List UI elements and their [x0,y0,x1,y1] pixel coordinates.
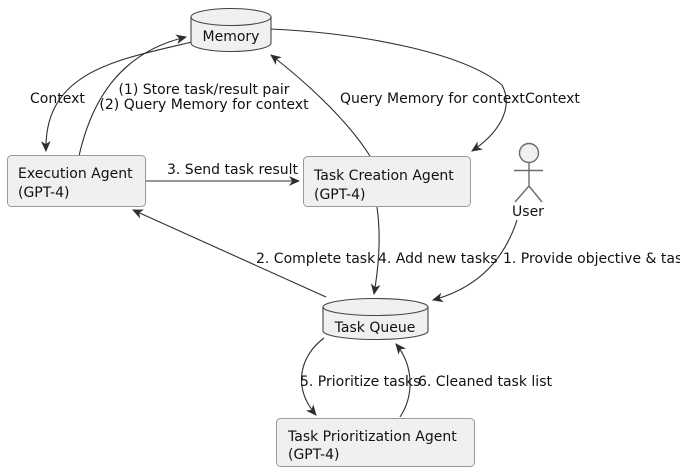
task-queue-cylinder [322,297,429,341]
execution-agent-subtitle: (GPT-4) [18,185,69,201]
task-queue-node: Task Queue [322,297,429,341]
task-creation-agent-title: Task Creation Agent [313,168,454,184]
edge-prioritization-to-taskqueue [395,343,411,418]
edge-label-add-new-tasks: 4. Add new tasks [378,251,498,267]
edge-label-store-query-line1: (1) Store task/result pair [118,82,289,98]
edge-label-prioritize-tasks: 5. Prioritize tasks [300,374,420,390]
task-queue-label: Task Queue [334,320,416,336]
edge-label-context-right: Context [525,91,580,107]
user-actor-head-icon [518,142,540,164]
edges [40,28,518,418]
memory-cylinder-rim [190,16,272,27]
execution-agent-box [7,155,146,207]
task-prioritization-agent-node: Task Prioritization Agent (GPT-4) [276,418,475,467]
edge-memory-to-execution-context [40,41,193,153]
task-creation-agent-subtitle: (GPT-4) [314,187,365,203]
edge-memory-to-taskcreation-context [269,28,507,152]
edge-label-send-task-result: 3. Send task result [167,162,299,178]
task-prioritization-agent-subtitle: (GPT-4) [288,447,339,463]
edge-label-complete-task: 2. Complete task [256,251,376,267]
user-actor-body-icon [514,162,543,203]
edge-label-cleaned-task-list: 6. Cleaned task list [418,374,552,390]
edge-execution-to-memory-store-query [78,34,188,157]
edge-taskqueue-to-execution-complete-task [131,209,327,298]
task-creation-agent-box [303,156,471,207]
edge-taskcreation-to-memory-query [270,54,371,157]
edge-label-context-left: Context [30,91,85,107]
edge-taskcreation-to-taskqueue-add-tasks [370,206,381,296]
execution-agent-title: Execution Agent [18,166,133,182]
edge-taskqueue-to-prioritization [300,337,325,416]
edge-label-store-query-line2: (2) Query Memory for context [99,97,309,113]
edge-labels: Context (1) Store task/result pair (2) Q… [30,82,680,390]
user-actor: User [512,142,544,220]
edge-label-provide-objective: 1. Provide objective & task [503,251,680,267]
memory-node: Memory [190,7,272,53]
execution-agent-node: Execution Agent (GPT-4) [7,155,146,207]
edge-user-to-taskqueue-provide-objective [431,219,518,303]
task-prioritization-agent-title: Task Prioritization Agent [287,429,457,445]
memory-label: Memory [203,29,260,45]
user-label: User [512,204,544,220]
task-creation-agent-node: Task Creation Agent (GPT-4) [303,156,471,207]
task-queue-cylinder-rim [322,306,429,317]
task-prioritization-agent-box [276,418,475,467]
memory-cylinder [190,7,272,53]
edge-label-query-memory: Query Memory for context [340,91,525,107]
